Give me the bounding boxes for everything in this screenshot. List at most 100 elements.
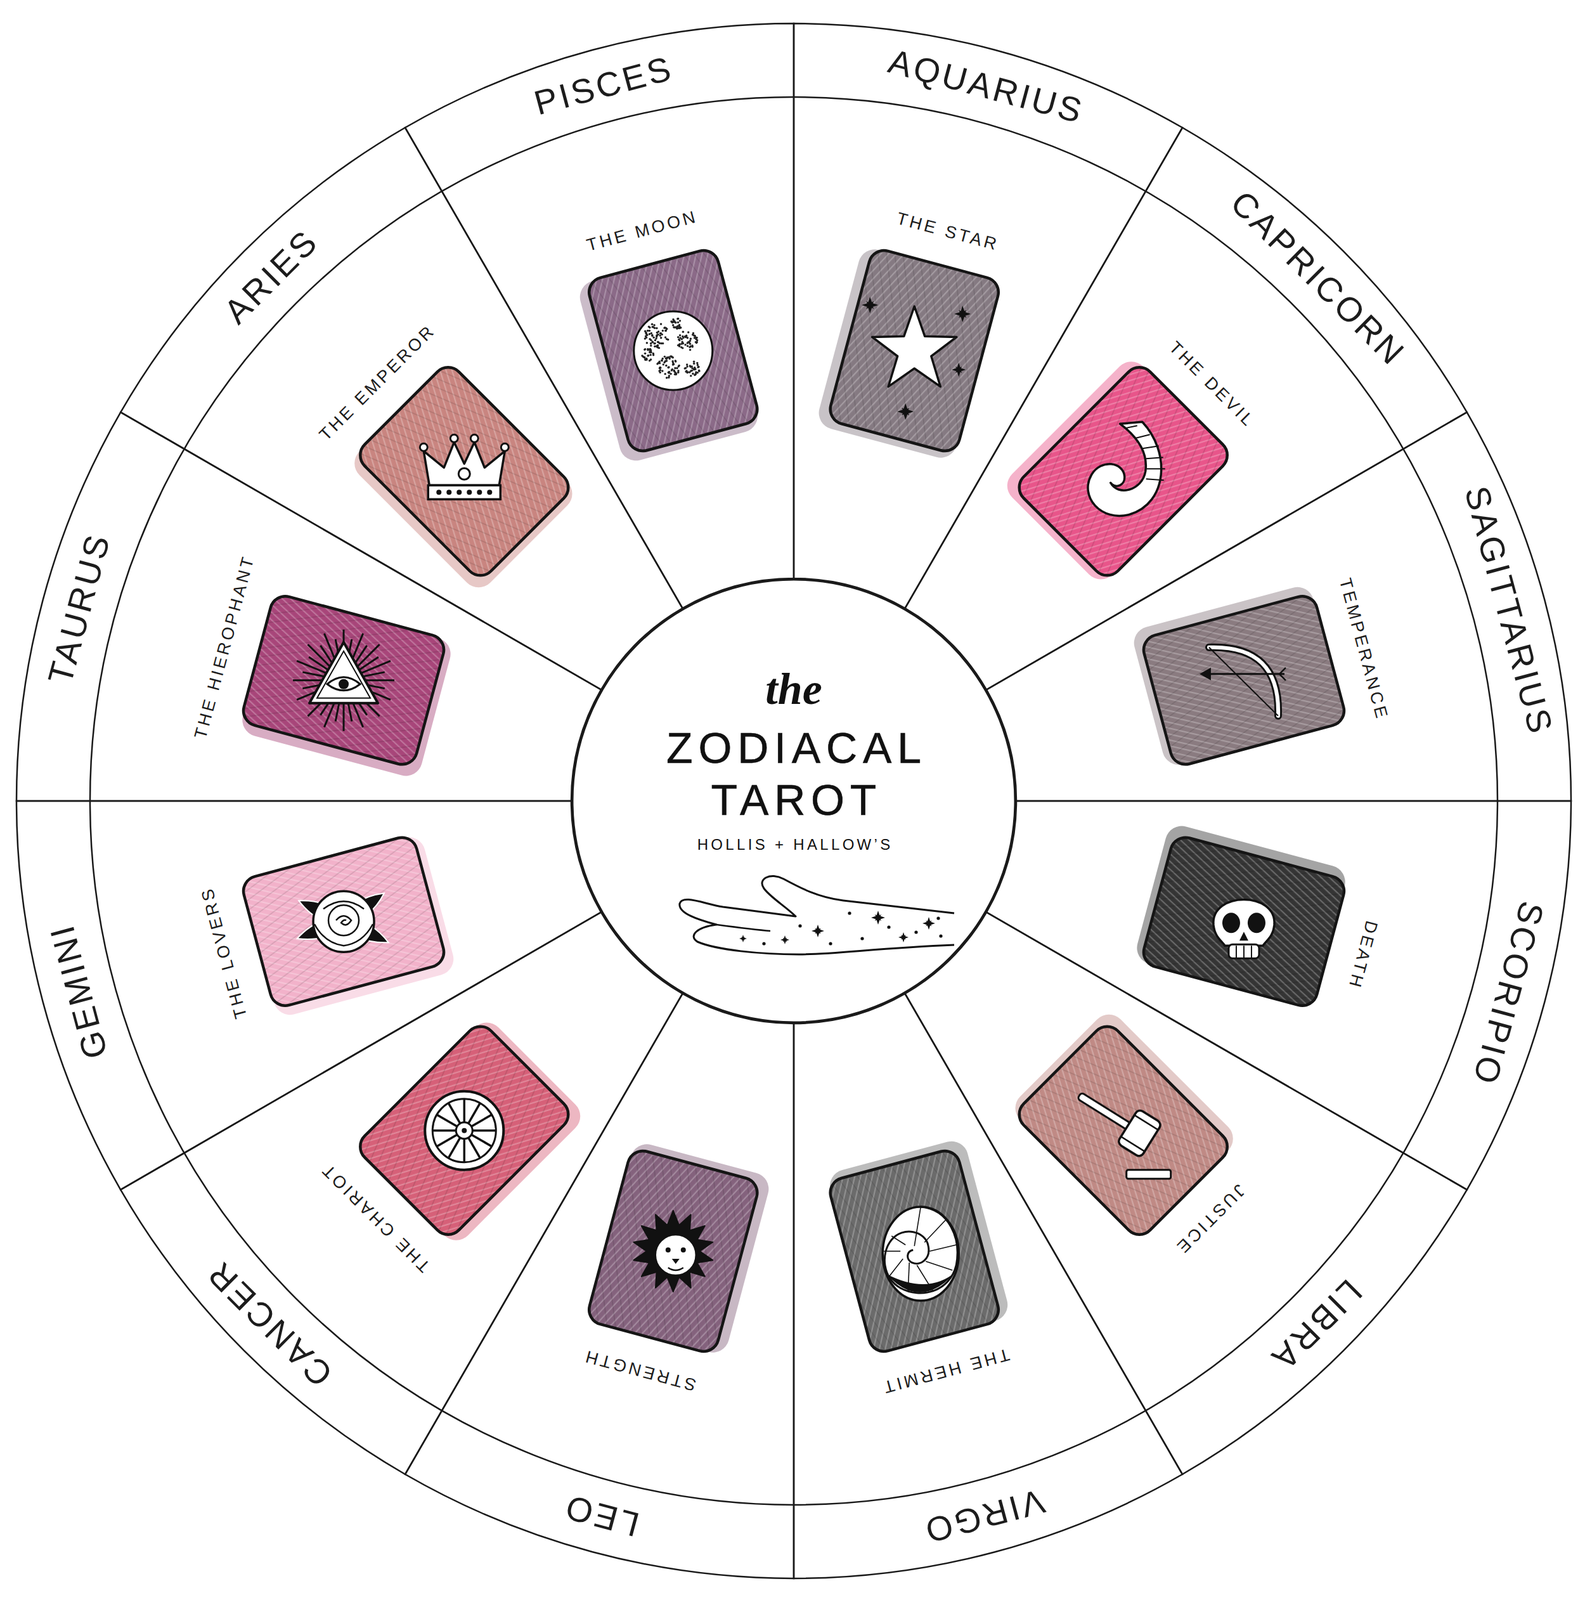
sparkle-ray (861, 296, 879, 314)
sector-outline (789, 19, 1187, 613)
tarot-card (815, 244, 1002, 462)
crown-tip (470, 434, 479, 442)
card-face (826, 1147, 1002, 1355)
moon-crater-dot (679, 326, 682, 329)
card-border (585, 247, 761, 455)
sign-name: GEMINI (43, 919, 114, 1066)
moon-crater-dot (674, 360, 677, 363)
moon-crater-dot (671, 320, 674, 323)
moon-crater-dot (680, 346, 683, 349)
moon-crater-dot (698, 368, 700, 371)
card-name: THE MOON (582, 207, 700, 255)
moon-crater-dot (694, 373, 697, 376)
moon-crater-dot (658, 360, 660, 363)
lion-nose (672, 1258, 680, 1264)
shell-chamber (891, 1235, 906, 1245)
lion-eye (665, 1247, 671, 1253)
card-border (585, 1147, 761, 1355)
gavel (1068, 1077, 1163, 1158)
moon-crater-dot (665, 359, 668, 362)
moon-crater-dot (689, 374, 692, 377)
zodiac-sector: LEOSTRENGTH (400, 989, 799, 1582)
sector-border (120, 127, 683, 690)
zodiac-sector: SAGITTARIUSTEMPERANCE (982, 407, 1575, 805)
moon-crater-dot (675, 367, 678, 369)
moon-crater-dot (687, 330, 690, 333)
moon-crater-dot (666, 356, 669, 359)
sparkle-ray (923, 917, 935, 929)
card-name: THE STAR (892, 209, 1002, 254)
skull-tooth (1235, 945, 1237, 958)
moon-crater-dot (692, 362, 695, 365)
title-text: ZODIACAL TAROT (644, 721, 943, 826)
shell-chamber (914, 1206, 921, 1246)
sector-outline (789, 989, 1187, 1582)
wheel-spoke (436, 1114, 458, 1127)
sparkle (951, 362, 966, 377)
sector-border (793, 23, 1183, 609)
hand-star-dot (828, 941, 832, 945)
lion-mane (633, 1210, 713, 1292)
rose-bloom (313, 890, 375, 952)
moon-crater-dot (655, 327, 658, 330)
crown-jewel (456, 489, 462, 495)
crown-tip (419, 443, 428, 451)
card-icon (424, 1091, 504, 1170)
moon-crater-dot (649, 342, 652, 345)
gavel-band (1134, 1114, 1158, 1130)
sparkle-ray (897, 403, 913, 420)
zodiac-sector: ARIESTHE EMPEROR (116, 123, 687, 694)
sector-outline (900, 907, 1471, 1478)
moon-crater-dot (644, 348, 647, 350)
sector-border (405, 993, 794, 1579)
sector-border (16, 800, 602, 1190)
moon-crater-dot (689, 348, 692, 351)
card-name: THE HERMIT (879, 1344, 1014, 1397)
wheel-hub (455, 1122, 473, 1139)
moon-crater-dot (692, 360, 695, 363)
sparkle-ray (739, 934, 747, 943)
gavel-head (1117, 1108, 1163, 1158)
crown-jewel (486, 489, 492, 495)
card-texture (585, 1147, 761, 1355)
hand-star-dot (798, 923, 802, 927)
sparkle (871, 910, 886, 925)
wheel-spoke (436, 1134, 458, 1147)
zodiac-sector: TAURUSTHE HIEROPHANT (12, 407, 606, 806)
card-texture (240, 833, 448, 1009)
moon-crater-dot (649, 339, 652, 342)
sparkle (922, 916, 936, 930)
tarot-card (1132, 822, 1350, 1009)
sparkle-ray (898, 931, 909, 943)
moon-crater-dot (672, 356, 674, 359)
card-icon (292, 629, 395, 732)
moon-crater-dot (651, 323, 654, 326)
moon-crater-dot (656, 344, 659, 347)
crown-body (423, 441, 505, 486)
sparkle-ray (862, 297, 878, 313)
moon-crater-dot (698, 369, 700, 372)
card-face (353, 1020, 575, 1241)
moon-crater-dot (653, 345, 656, 348)
sparkle (954, 305, 971, 323)
moon-crater-dot (689, 339, 692, 342)
hand-star-dot (762, 941, 766, 945)
card-border (240, 833, 448, 1009)
moon-crater-dot (696, 363, 699, 366)
moon-disc (634, 311, 713, 390)
card-name: STRENGTH (581, 1346, 701, 1395)
moon-crater-dot (659, 332, 662, 335)
card-border (240, 592, 448, 768)
shell-chamber (916, 1264, 934, 1292)
card-name: THE CHARIOT (318, 1158, 436, 1277)
sparkle-ray (951, 362, 966, 377)
moon-crater-dot (686, 341, 689, 344)
moon-crater-dot (651, 334, 654, 337)
moon-crater-dot (697, 365, 700, 368)
moon-crater-dot (668, 371, 671, 374)
title-circle: theZODIACAL TAROTHOLLIS + HALLOW’S (571, 578, 1017, 1024)
card-texture (1140, 592, 1348, 768)
hand-star-dot (938, 933, 943, 938)
sign-name: LIBRA (1264, 1271, 1371, 1378)
hand-crescent (840, 920, 856, 938)
